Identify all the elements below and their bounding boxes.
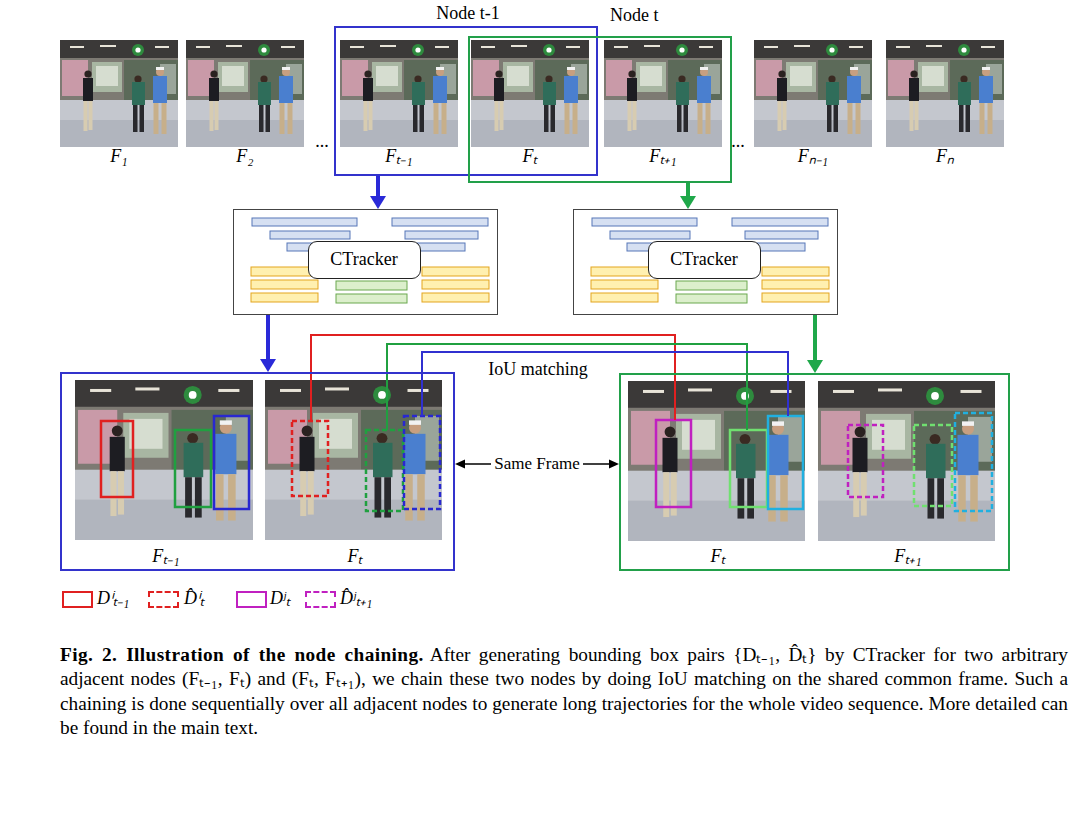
legend-label: D̂ʲₜ₊₁ — [340, 587, 372, 609]
tracker-module: CTracker — [233, 209, 498, 315]
connector — [260, 315, 276, 372]
arrow-head — [609, 460, 619, 469]
node-group-box: Node t — [468, 36, 732, 183]
legend-label: Dʲₜ — [270, 587, 290, 609]
connector — [370, 176, 386, 209]
connector-line — [266, 315, 270, 360]
connector-line — [686, 183, 690, 197]
connector-line — [813, 315, 817, 361]
frame-label: Fₜ₋₁ — [152, 546, 179, 567]
video-frame — [265, 380, 442, 540]
frame-label: F₂ — [236, 146, 253, 167]
frame-label: Fₜ₊₁ — [649, 146, 676, 167]
video-frame — [754, 40, 872, 147]
frame-label: Fₙ — [936, 146, 954, 167]
connector — [680, 183, 696, 209]
legend-sample — [305, 591, 336, 608]
figure-caption-block: Fig. 2. Illustration of the node chainin… — [60, 643, 1068, 740]
video-frame — [628, 381, 805, 541]
arrow-head — [260, 359, 276, 372]
frame-label: Fₙ₋₁ — [798, 146, 828, 167]
network-sketch — [591, 218, 829, 303]
figure-title: Fig. 2. Illustration of the node chainin… — [60, 644, 424, 665]
bounding-box — [366, 430, 403, 511]
bounding-box — [101, 421, 133, 497]
video-frame — [75, 380, 253, 540]
ellipsis: ... — [731, 131, 745, 152]
tracker-module: CTracker — [573, 209, 838, 315]
bounding-box — [955, 413, 992, 511]
iou-lines — [311, 335, 788, 430]
legend-sample — [62, 591, 93, 608]
frame-label: Fₜ — [523, 146, 538, 167]
arrow-head — [370, 196, 386, 209]
step-label: IoU matching — [488, 359, 587, 380]
node-output-box: Fₜ Fₜ₊₁ — [619, 373, 1010, 571]
frame-label: F₁ — [110, 146, 127, 167]
video-frame — [886, 40, 1004, 147]
module-name: CTracker — [308, 241, 421, 279]
connector-line — [376, 176, 380, 197]
node-title: Node t — [610, 5, 659, 26]
connector-label: Same Frame — [491, 454, 582, 474]
legend-label: D̂ⁱₜ — [184, 587, 204, 609]
ellipsis: ... — [315, 131, 329, 152]
arrow-head — [680, 196, 696, 209]
bounding-box — [768, 416, 803, 509]
frame-label: Fₜ₊₁ — [894, 546, 921, 567]
iou-line — [387, 344, 747, 430]
module-name: CTracker — [648, 241, 761, 279]
bounding-box — [175, 430, 211, 507]
legend-sample — [236, 591, 267, 608]
bounding-box — [914, 425, 952, 506]
bounding-box — [848, 425, 883, 497]
bounding-box — [292, 421, 328, 496]
arrow-head — [807, 360, 823, 373]
frame-label: Fₜ — [711, 546, 726, 567]
video-frame — [818, 381, 995, 541]
legend-label: Dⁱₜ₋₁ — [97, 587, 129, 609]
iou-line — [422, 352, 788, 416]
node-output-box: Fₜ₋₁ Fₜ — [60, 372, 455, 571]
video-frame — [604, 40, 722, 147]
bounding-box — [656, 420, 691, 507]
frame-label: Fₜ₋₁ — [385, 146, 412, 167]
video-frame — [340, 40, 458, 147]
video-frame — [186, 40, 304, 147]
bounding-box — [214, 416, 249, 509]
connector — [807, 315, 823, 373]
network-sketch — [251, 218, 489, 303]
bounding-box — [730, 430, 767, 507]
video-frame — [471, 40, 589, 147]
legend-sample — [148, 591, 179, 608]
video-frame — [60, 40, 178, 147]
frame-label: Fₜ — [348, 546, 363, 567]
node-title: Node t-1 — [436, 3, 499, 24]
bounding-box — [404, 416, 440, 509]
bounding-boxes — [101, 413, 992, 511]
arrow-head — [455, 460, 465, 469]
node-group-box: Node t-1 — [334, 26, 598, 176]
